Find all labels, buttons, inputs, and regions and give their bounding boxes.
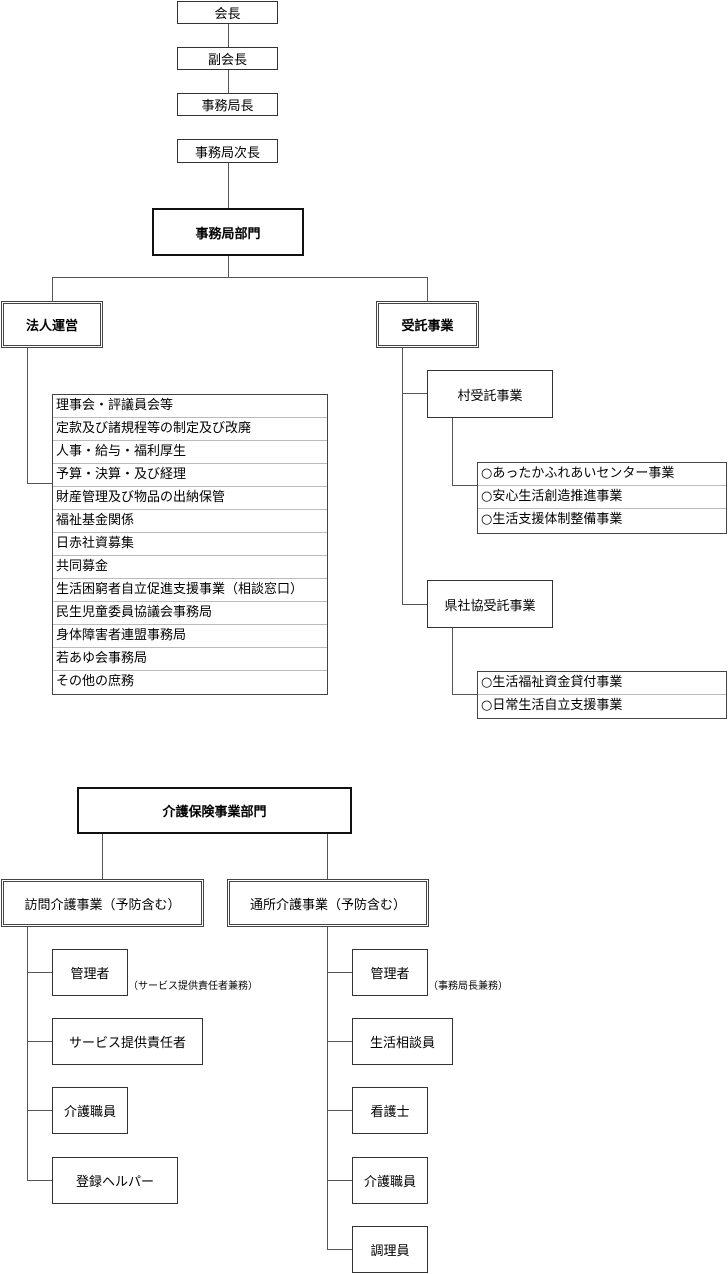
connector (228, 69, 229, 93)
connector (327, 1041, 352, 1042)
list-item: ○生活支援体制整備事業 (481, 512, 623, 527)
prefecture-contract-label: 県社協受託事業 (444, 598, 536, 614)
connector (452, 628, 453, 694)
connector (228, 162, 229, 208)
connector (52, 277, 428, 278)
care-insurance-dept-label: 介護保険事業部門 (162, 805, 267, 820)
connector (402, 347, 403, 604)
staff-label: サービス提供責任者 (68, 1036, 186, 1051)
staff-label: 介護職員 (63, 1105, 116, 1120)
vice-chairman-box: 副会長 (177, 47, 278, 70)
connector (452, 417, 453, 485)
home-visit-manager-note: （サービス提供責任者兼務） (128, 981, 258, 992)
connector (452, 485, 477, 486)
connector (228, 255, 229, 277)
day-service-care-box: 通所介護事業（予防含む） (227, 879, 429, 927)
list-item: ○日常生活自立支援事業 (481, 698, 623, 713)
list-item: 福祉基金関係 (53, 510, 327, 533)
connector (327, 1249, 352, 1250)
home-visit-care-box: 訪問介護事業（予防含む） (1, 879, 204, 927)
secretariat-dept-label: 事務局部門 (195, 226, 261, 242)
connector (427, 277, 428, 301)
list-item: その他の庶務 (56, 674, 135, 689)
list-item: 共同募金 (53, 556, 327, 579)
secretary-general-box: 事務局長 (177, 93, 278, 116)
list-item: ○あったかふれあいセンター事業 (478, 463, 726, 486)
connector (27, 483, 52, 484)
connector (27, 926, 28, 1180)
staff-label: 看護士 (370, 1105, 410, 1120)
connector (27, 972, 52, 973)
home-visit-care-label: 訪問介護事業（予防含む） (24, 897, 181, 913)
day-service-care-label: 通所介護事業（予防含む） (249, 897, 406, 913)
list-item: 財産管理及び物品の出納保管 (53, 487, 327, 510)
connector (327, 972, 352, 973)
list-item: 民生児童委員協議会事務局 (53, 602, 327, 625)
staff-label: 管理者 (70, 967, 110, 982)
prefecture-contract-box: 県社協受託事業 (427, 580, 553, 628)
deputy-secretary-general-box: 事務局次長 (177, 139, 278, 163)
connector (228, 23, 229, 47)
corporate-duties-list: 理事会・評議員会等 定款及び諸規程等の制定及び改廃 人事・給与・福利厚生 予算・… (52, 394, 328, 695)
corporate-management-label: 法人運営 (25, 319, 78, 334)
staff-label: 登録ヘルパー (75, 1175, 154, 1190)
staff-label: 調理員 (370, 1244, 410, 1259)
connector (452, 694, 477, 695)
contracted-projects-box: 受託事業 (376, 301, 479, 348)
contracted-projects-label: 受託事業 (401, 319, 454, 334)
chairman-label: 会長 (214, 7, 241, 22)
nurse-box: 看護士 (352, 1087, 428, 1134)
connector (52, 277, 53, 301)
list-item: ○安心生活創造推進事業 (478, 486, 726, 509)
list-item: 日赤社資募集 (53, 533, 327, 556)
connector (27, 1180, 52, 1181)
connector (327, 1110, 352, 1111)
list-item: 身体障害者連盟事務局 (53, 625, 327, 648)
service-provision-manager-box: サービス提供責任者 (52, 1018, 203, 1065)
day-service-care-worker-box: 介護職員 (352, 1157, 428, 1204)
connector (327, 926, 328, 1249)
list-item: 予算・決算・及び経理 (53, 464, 327, 487)
connector (27, 1110, 52, 1111)
deputy-secretary-general-label: 事務局次長 (194, 145, 260, 161)
staff-label: 介護職員 (363, 1175, 416, 1190)
cook-box: 調理員 (352, 1226, 428, 1273)
village-projects-list: ○あったかふれあいセンター事業 ○安心生活創造推進事業 ○生活支援体制整備事業 (477, 462, 727, 534)
village-contract-label: 村受託事業 (457, 388, 523, 404)
staff-label: 生活相談員 (369, 1036, 435, 1051)
list-item: 定款及び諸規程等の制定及び改廃 (53, 418, 327, 441)
connector (327, 833, 328, 879)
day-service-manager-box: 管理者 (352, 949, 428, 996)
village-contract-box: 村受託事業 (427, 370, 553, 418)
chairman-box: 会長 (177, 1, 278, 24)
list-item: 生活困窮者自立促進支援事業（相談窓口） (53, 579, 327, 602)
connector (102, 833, 103, 879)
connector (27, 347, 28, 483)
vice-chairman-label: 副会長 (207, 53, 247, 68)
list-item: ○生活福祉資金貸付事業 (478, 672, 726, 695)
registered-helper-box: 登録ヘルパー (52, 1157, 178, 1204)
connector (402, 393, 427, 394)
list-item: 理事会・評議員会等 (53, 395, 327, 418)
connector (27, 1041, 52, 1042)
connector (327, 1180, 352, 1181)
secretariat-dept-box: 事務局部門 (152, 208, 304, 256)
home-visit-care-worker-box: 介護職員 (52, 1087, 128, 1134)
care-insurance-dept-box: 介護保険事業部門 (77, 787, 352, 834)
list-item: 若あゆ会事務局 (53, 648, 327, 671)
connector (402, 604, 427, 605)
secretary-general-label: 事務局長 (201, 99, 254, 114)
life-counselor-box: 生活相談員 (352, 1018, 453, 1065)
list-item: 人事・給与・福利厚生 (53, 441, 327, 464)
home-visit-manager-box: 管理者 (52, 949, 128, 996)
staff-label: 管理者 (370, 967, 410, 982)
prefecture-projects-list: ○生活福祉資金貸付事業 ○日常生活自立支援事業 (477, 671, 727, 719)
day-service-manager-note: （事務局長兼務） (428, 981, 508, 992)
corporate-management-box: 法人運営 (1, 301, 103, 348)
